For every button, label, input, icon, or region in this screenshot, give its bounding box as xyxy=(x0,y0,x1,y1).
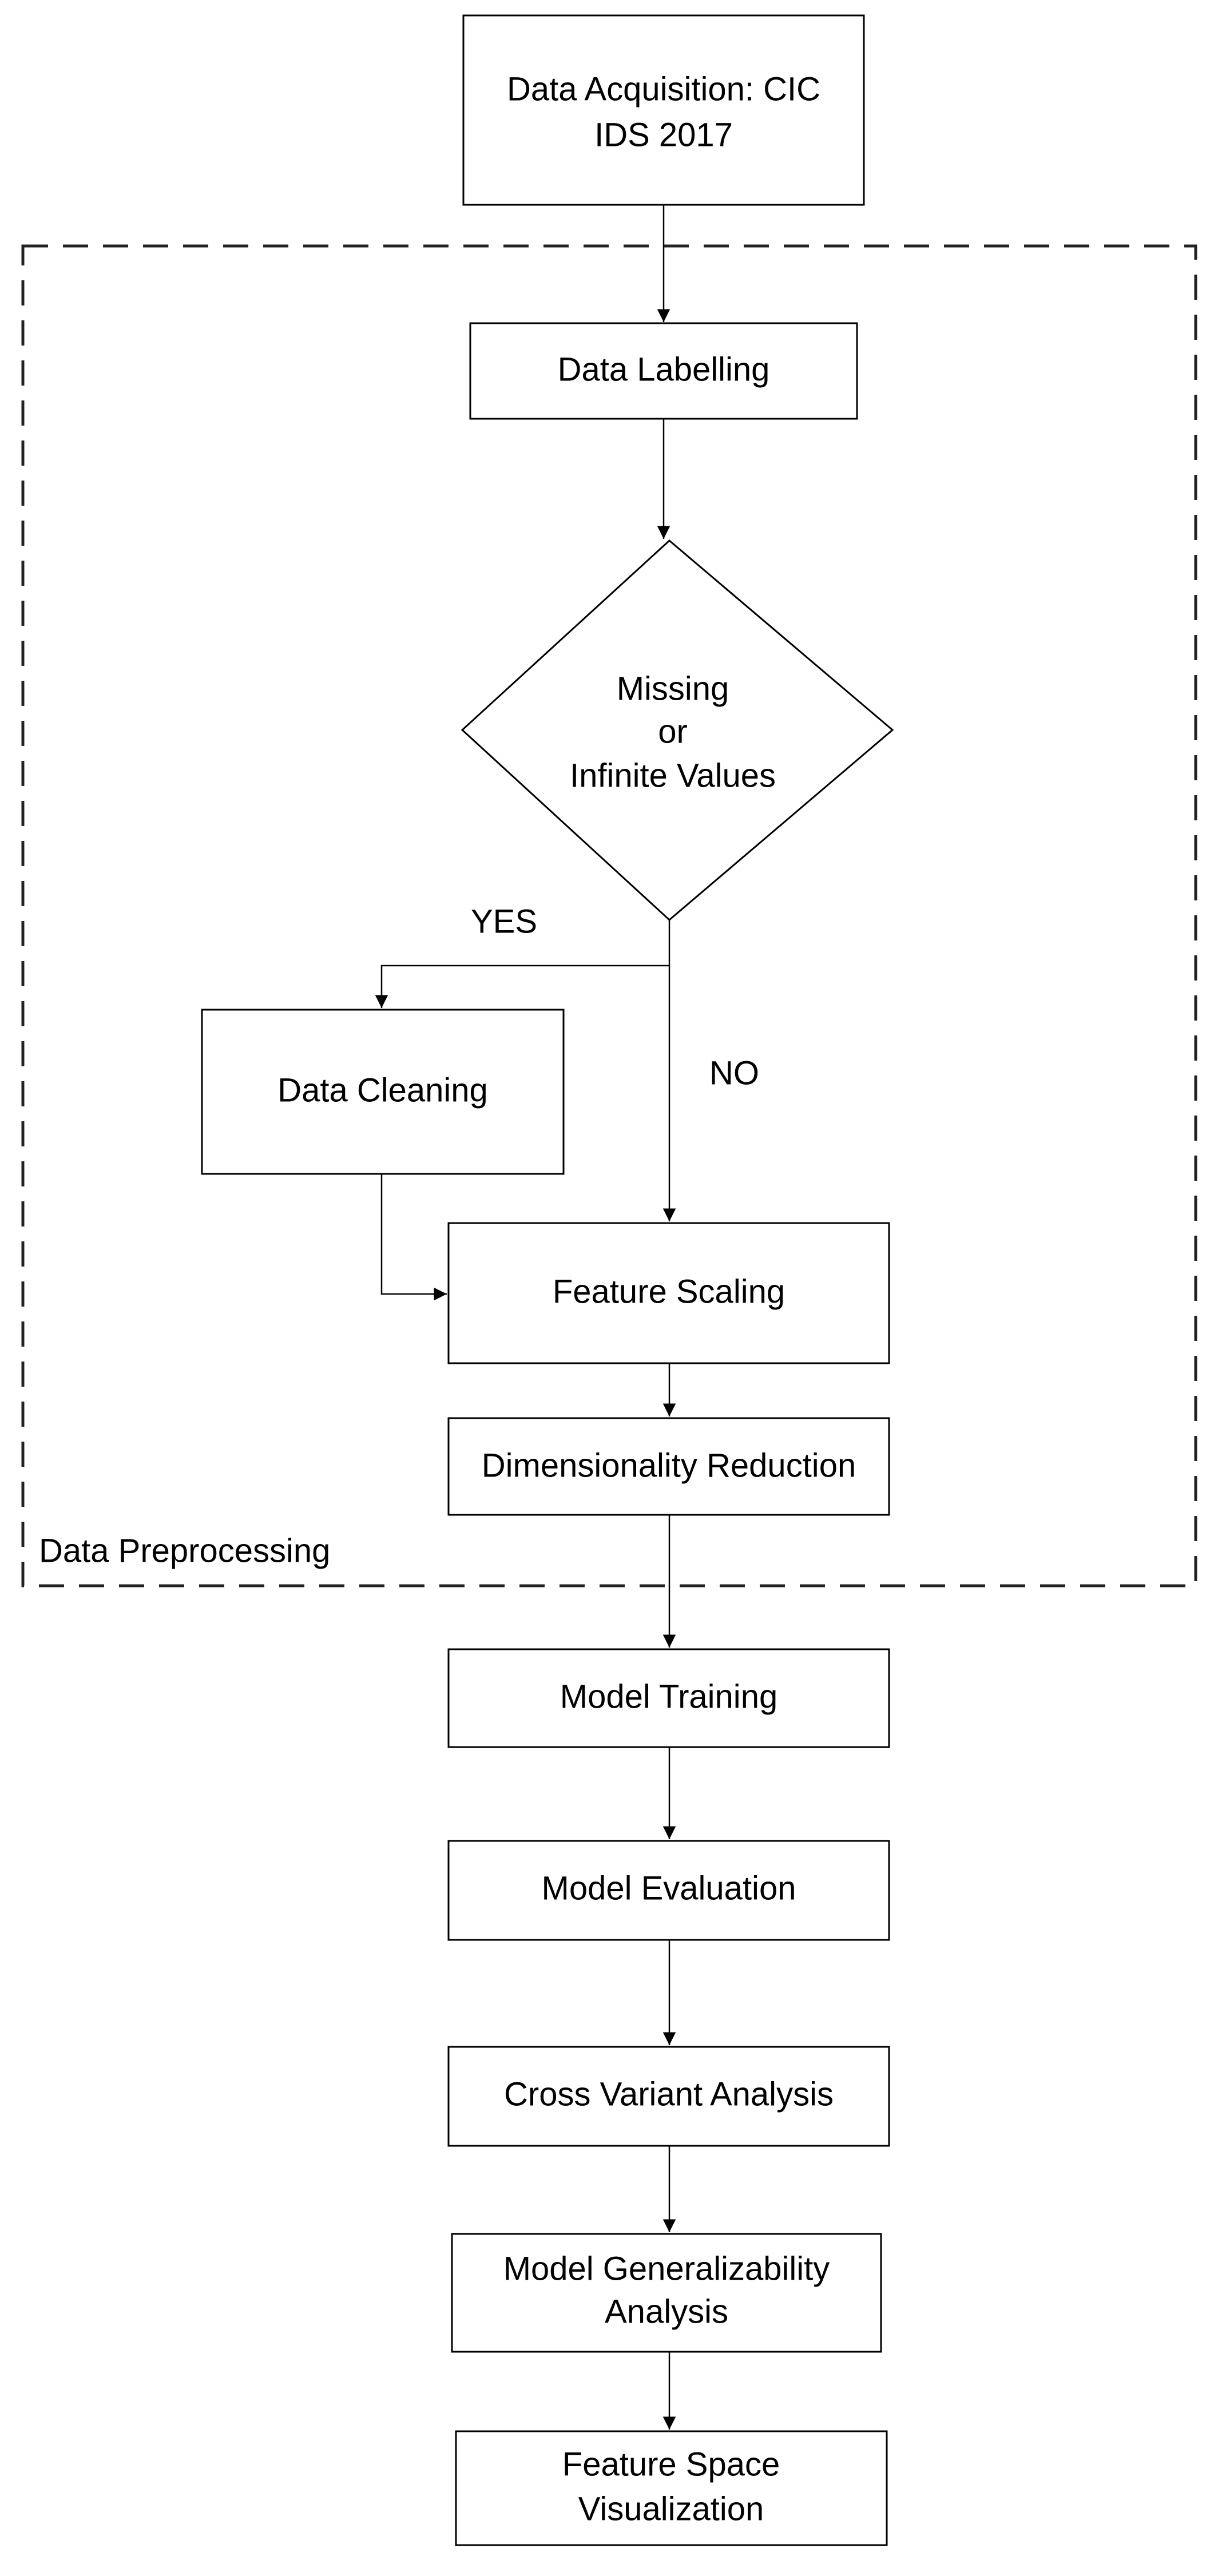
edge-cleaning-scaling xyxy=(380,1174,447,1301)
node-training-label: Model Training xyxy=(560,1678,777,1715)
node-cross-label: Cross Variant Analysis xyxy=(504,2075,834,2113)
node-generalizability-line2: Analysis xyxy=(605,2293,728,2330)
preprocessing-group xyxy=(21,244,1197,1587)
edge-yes-cleaning xyxy=(375,964,669,1008)
node-dimred-label: Dimensionality Reduction xyxy=(482,1447,856,1484)
node-labelling xyxy=(469,322,858,420)
node-visualization-line1: Feature Space xyxy=(562,2446,780,2483)
node-generalizability xyxy=(451,2233,882,2353)
node-decision xyxy=(461,539,894,922)
node-scaling-label: Feature Scaling xyxy=(553,1273,785,1310)
node-decision-line2: or xyxy=(658,713,688,750)
node-decision-line1: Missing xyxy=(617,670,729,707)
node-training xyxy=(447,1648,890,1748)
edge-label-no: NO xyxy=(709,1054,759,1091)
node-visualization xyxy=(455,2430,888,2546)
node-evaluation xyxy=(447,1840,890,1941)
node-dimred xyxy=(447,1417,890,1516)
node-acquisition-line1: Data Acquisition: CIC xyxy=(507,70,820,108)
node-visualization-line2: Visualization xyxy=(578,2490,764,2527)
node-cleaning-label: Data Cleaning xyxy=(277,1071,488,1109)
preprocessing-group-label: Data Preprocessing xyxy=(39,1532,330,1569)
node-cross xyxy=(447,2046,890,2147)
edge-label-yes: YES xyxy=(471,903,537,940)
node-evaluation-label: Model Evaluation xyxy=(542,1870,796,1907)
node-acquisition xyxy=(462,14,865,206)
node-generalizability-line1: Model Generalizability xyxy=(503,2250,830,2287)
node-labelling-label: Data Labelling xyxy=(558,351,770,388)
node-decision-line3: Infinite Values xyxy=(570,757,776,794)
node-scaling xyxy=(447,1222,890,1364)
node-acquisition-line2: IDS 2017 xyxy=(594,116,733,153)
node-cleaning xyxy=(201,1009,565,1175)
